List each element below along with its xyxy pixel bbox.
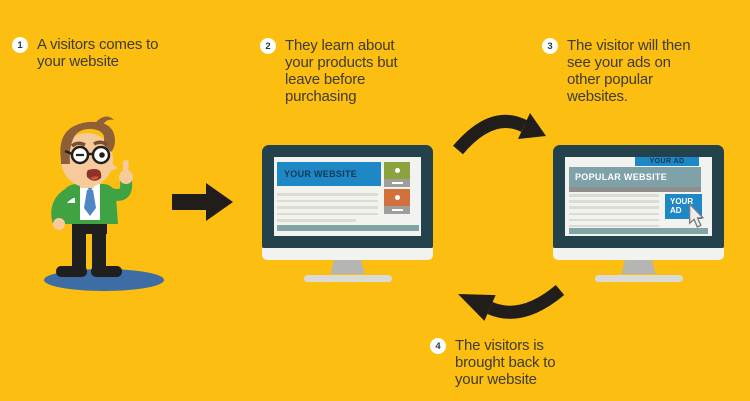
header-strip xyxy=(569,187,701,192)
green-image-widget xyxy=(384,162,410,187)
widget-button-icon xyxy=(391,208,403,212)
monitor-base xyxy=(303,275,392,282)
step-4-badge: 4 xyxy=(430,338,446,354)
step-text-line: websites. xyxy=(567,88,628,105)
step-4-text: The visitors is brought back to your web… xyxy=(455,337,556,388)
widget-dot-icon xyxy=(394,195,400,200)
monitor-base xyxy=(594,275,683,282)
character-glasses xyxy=(64,145,111,165)
character-head xyxy=(60,116,118,188)
popular-website-monitor: YOUR AD POPULAR WEBSITE YOUR AD xyxy=(553,145,724,282)
character-body xyxy=(51,160,133,230)
mouse-cursor-icon xyxy=(688,204,705,228)
monitor-frame: YOUR AD POPULAR WEBSITE YOUR AD xyxy=(553,145,724,248)
widget-button-icon xyxy=(391,181,403,185)
step-1-badge: 1 xyxy=(12,37,28,53)
step-text-line: see your ads on xyxy=(567,54,671,71)
placeholder-text-lines xyxy=(569,194,659,231)
right-arrow-icon xyxy=(172,183,233,221)
character-hair xyxy=(60,121,115,164)
visitor-character xyxy=(44,116,164,291)
step-1: 1 A visitors comes to your website xyxy=(12,36,158,70)
step-text-line: other popular xyxy=(567,71,653,88)
popular-website-header: POPULAR WEBSITE xyxy=(569,167,701,187)
curved-arrow-right-icon xyxy=(453,113,546,155)
step-text-line: your website xyxy=(455,371,537,388)
monitor-chin xyxy=(262,248,433,260)
step-text-line: purchasing xyxy=(285,88,357,105)
step-text-line: They learn about xyxy=(285,37,395,54)
step-2-badge: 2 xyxy=(260,38,276,54)
step-3-badge: 3 xyxy=(542,38,558,54)
footer-bar xyxy=(277,225,419,231)
step-3: 3 The visitor will then see your ads on … xyxy=(542,37,691,105)
step-text-line: A visitors comes to xyxy=(37,36,159,53)
step-1-text: A visitors comes to your website xyxy=(37,36,158,70)
step-text-line: The visitor will then xyxy=(567,37,691,54)
your-website-header: YOUR WEBSITE xyxy=(277,162,381,186)
step-text-line: your products but xyxy=(285,54,398,71)
top-ad-banner: YOUR AD xyxy=(635,157,699,166)
step-3-text: The visitor will then see your ads on ot… xyxy=(567,37,691,105)
step-text-line: your website xyxy=(37,53,119,70)
monitor-stand xyxy=(330,260,365,274)
character-legs xyxy=(56,216,122,277)
footer-bar xyxy=(569,228,708,234)
step-4: 4 The visitors is brought back to your w… xyxy=(430,337,556,388)
monitor-stand xyxy=(621,260,656,274)
curved-arrow-left-icon xyxy=(458,284,565,321)
step-text-line: The visitors is xyxy=(455,337,544,354)
orange-image-widget xyxy=(384,189,410,214)
step-text-line: brought back to xyxy=(455,354,556,371)
your-website-screen: YOUR WEBSITE xyxy=(274,157,421,236)
popular-website-screen: YOUR AD POPULAR WEBSITE YOUR AD xyxy=(565,157,712,236)
step-2-text: They learn about your products but leave… xyxy=(285,37,398,105)
monitor-frame: YOUR WEBSITE xyxy=(262,145,433,248)
your-website-monitor: YOUR WEBSITE xyxy=(262,145,433,282)
step-2: 2 They learn about your products but lea… xyxy=(260,37,398,105)
step-text-line: leave before xyxy=(285,71,366,88)
widget-dot-icon xyxy=(394,168,400,173)
monitor-chin xyxy=(553,248,724,260)
placeholder-text-lines xyxy=(277,193,378,226)
